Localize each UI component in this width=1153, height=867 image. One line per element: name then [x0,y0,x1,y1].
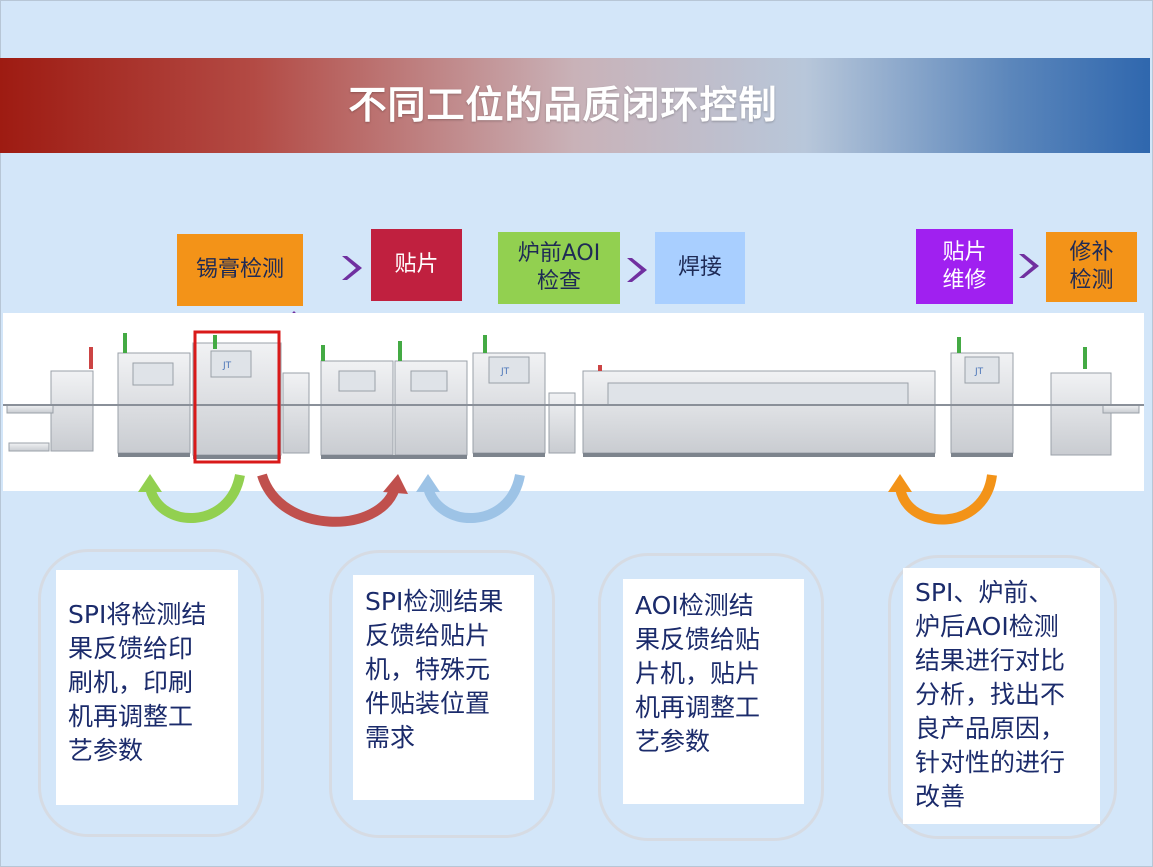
chevron-right-icon [1019,254,1039,278]
station-label: 贴片 维修 [942,239,987,293]
note-card: AOI检测结 果反馈给贴 片机，贴片 机再调整工 艺参数 [623,579,804,804]
station-label: 贴片 [394,252,439,277]
note-card: SPI将检测结 果反馈给印 刷机，印刷 机再调整工 艺参数 [56,570,238,805]
note-text: SPI、炉前、 炉后AOI检测 结果进行对比 分析，找出不 良产品原因， 针对性… [915,578,1066,811]
note-text: AOI检测结 果反馈给贴 片机，贴片 机再调整工 艺参数 [635,591,761,756]
chevron-right-icon [342,256,362,280]
note-card-frame [329,550,555,838]
slide-title: 不同工位的品质闭环控制 [348,83,778,127]
station-label: 修补 检测 [1069,240,1114,293]
chevron-right-icon [627,258,647,282]
smt-production-line: JT JT JT [3,313,1144,491]
feedback-arrows [138,473,997,527]
title-banner: 不同工位的品质闭环控制 [0,58,1150,153]
station-reflow: 焊接 [655,232,745,304]
machine-logo: JT [974,367,984,377]
station-placement-repair: 贴片 维修 [916,229,1013,304]
note-card-frame [38,549,264,837]
station-solder-paste-inspection: 锡膏检测 [177,234,303,306]
station-label: 锡膏检测 [195,257,284,282]
station-placement: 贴片 [371,229,462,301]
note-card: SPI检测结果 反馈给贴片 机，特殊元 件贴装位置 需求 [353,575,534,800]
machine-logo: JT [222,361,232,371]
station-rework-inspection: 修补 检测 [1046,232,1137,302]
note-card: SPI、炉前、 炉后AOI检测 结果进行对比 分析，找出不 良产品原因， 针对性… [903,568,1100,824]
note-card-frame [598,553,824,841]
note-text: SPI将检测结 果反馈给印 刷机，印刷 机再调整工 艺参数 [68,600,207,765]
spi-highlight-frame [193,330,281,464]
station-label: 焊接 [677,255,722,280]
station-label: 炉前AOI 检查 [517,241,601,294]
note-text: SPI检测结果 反馈给贴片 机，特殊元 件贴装位置 需求 [365,587,504,752]
station-pre-reflow-aoi: 炉前AOI 检查 [498,232,620,304]
machine-logo: JT [500,367,510,377]
note-card-frame [888,555,1117,839]
